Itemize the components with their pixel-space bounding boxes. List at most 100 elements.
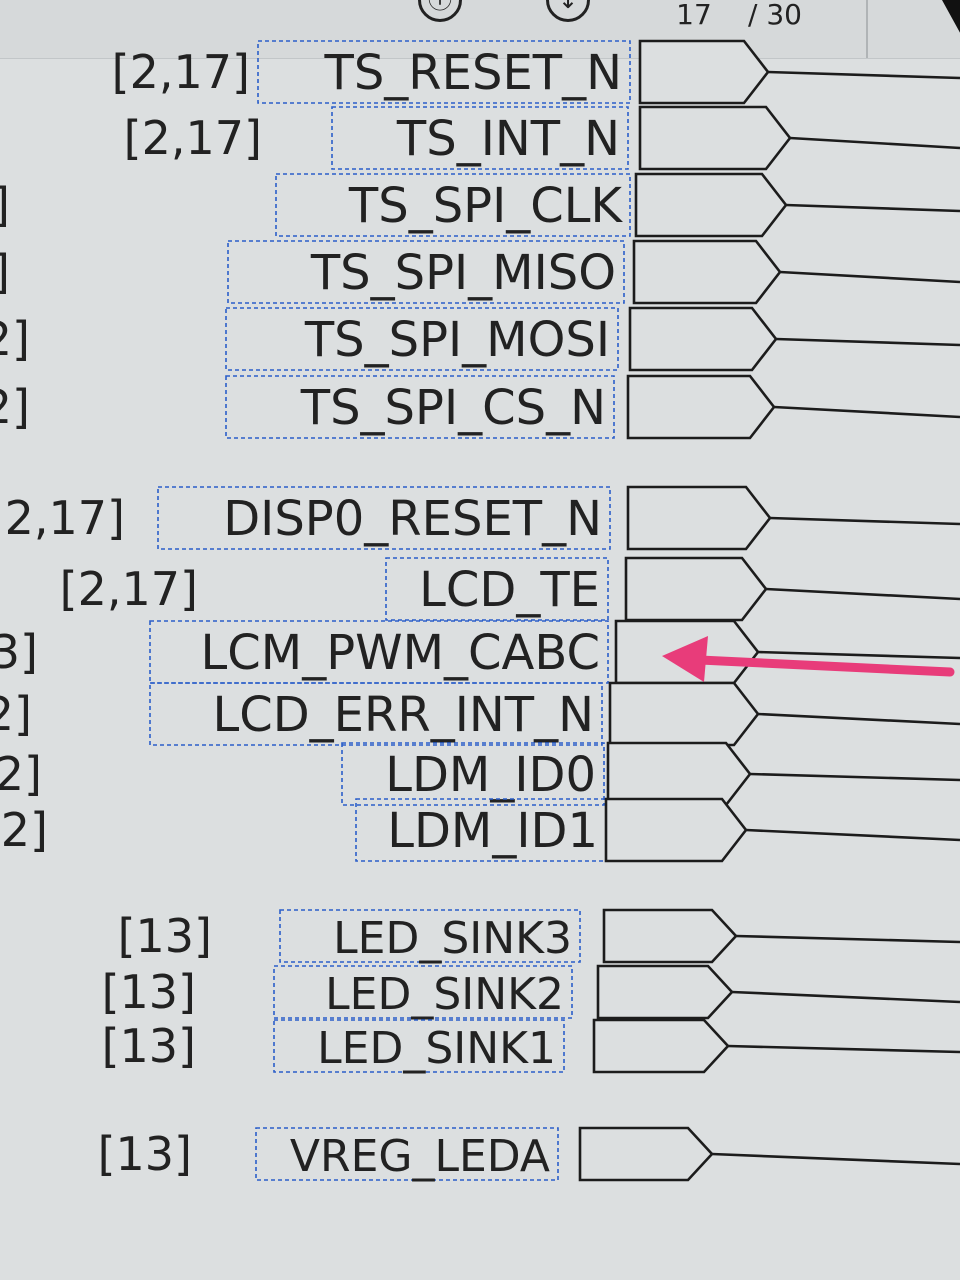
net-label: LCD_ERR_INT_N: [212, 687, 594, 743]
net-label: TS_SPI_MISO: [310, 245, 616, 301]
net-wire: [775, 337, 960, 347]
net-row: 3] LCM_PWM_CABC: [0, 619, 960, 685]
net-row: [13] LED_SINK2: [102, 964, 960, 1020]
net-label-box: [157, 486, 611, 550]
net-wire: [757, 650, 960, 660]
offpage-connector[interactable]: [638, 39, 770, 105]
net-row: 2] LDM_ID1: [1, 797, 960, 863]
net-wire: [731, 990, 960, 1004]
net-label: DISP0_RESET_N: [223, 491, 602, 547]
current-page: 17: [676, 0, 712, 31]
offpage-connector[interactable]: [626, 374, 776, 440]
net-label: LDM_ID1: [387, 803, 598, 859]
offpage-connector[interactable]: [578, 1126, 714, 1182]
offpage-connector[interactable]: [626, 485, 772, 551]
net-label-box: [225, 375, 615, 439]
net-row: [2,17] LCD_TE: [60, 556, 960, 622]
net-label: TS_SPI_CLK: [348, 178, 624, 234]
net-wire: [785, 203, 960, 213]
viewer-toolbar: ⓘ ↓ 17 / 30: [0, 0, 960, 59]
net-reference: [2,17]: [112, 45, 250, 99]
offpage-connector[interactable]: [602, 908, 738, 964]
net-wire: [745, 828, 960, 842]
net-label: TS_SPI_CS_N: [300, 380, 606, 436]
offpage-connector[interactable]: [632, 239, 782, 305]
net-label: VREG_LEDA: [290, 1131, 550, 1182]
arrow-shaft: [695, 655, 955, 677]
net-row: ] TS_SPI_CLK: [0, 172, 960, 238]
net-label-box: [257, 40, 631, 104]
net-reference: [13]: [98, 1127, 192, 1181]
net-wire: [773, 405, 960, 419]
offpage-connector[interactable]: [596, 964, 734, 1020]
net-label-box: [275, 173, 631, 237]
net-reference: 2]: [1, 803, 48, 857]
net-row: [2,17] TS_INT_N: [124, 105, 960, 171]
net-reference: [13]: [102, 965, 196, 1019]
net-label: TS_SPI_MOSI: [304, 312, 610, 368]
net-reference: 2,17]: [5, 491, 125, 545]
net-label-box: [385, 557, 609, 621]
net-label: LCM_PWM_CABC: [201, 625, 600, 681]
offpage-connector[interactable]: [634, 172, 788, 238]
net-row: [2,17] TS_RESET_N: [112, 39, 960, 105]
net-reference: 2]: [0, 312, 30, 366]
net-label: TS_RESET_N: [324, 45, 623, 101]
net-reference: 2]: [0, 380, 30, 434]
net-label-box: [331, 106, 629, 170]
arrow-head: [662, 636, 708, 682]
offpage-connector[interactable]: [608, 681, 760, 747]
toolbar-divider: [866, 0, 868, 58]
net-reference: [2,17]: [124, 111, 262, 165]
net-label-box: [227, 240, 625, 304]
net-row: [13] LED_SINK1: [102, 1018, 960, 1074]
net-wire: [757, 712, 960, 726]
highlight-arrow: [662, 636, 955, 682]
net-wire: [779, 270, 960, 284]
net-wire: [789, 136, 960, 150]
net-label-box: [149, 682, 603, 746]
net-reference: [2,17]: [60, 562, 198, 616]
net-wire: [769, 516, 960, 526]
net-wire: [767, 70, 960, 80]
net-label: LED_SINK2: [325, 969, 564, 1020]
net-label-box: [255, 1127, 559, 1181]
net-label-box: [273, 965, 573, 1019]
offpage-connector[interactable]: [592, 1018, 730, 1074]
net-wire: [735, 934, 960, 944]
net-wire: [749, 772, 960, 782]
net-label: LED_SINK1: [317, 1023, 556, 1074]
net-wire: [765, 587, 960, 601]
net-row: 2] LCD_ERR_INT_N: [0, 681, 960, 747]
net-reference: ]: [0, 178, 10, 232]
pointer-icon: [942, 0, 960, 33]
net-row: [13] LED_SINK3: [118, 908, 960, 964]
net-wire: [727, 1044, 960, 1054]
net-row: 2,17] DISP0_RESET_N: [5, 485, 960, 551]
offpage-connector[interactable]: [624, 556, 768, 622]
net-reference: 2]: [0, 747, 42, 801]
net-label-box: [149, 620, 609, 684]
offpage-connector[interactable]: [606, 741, 752, 807]
net-label: TS_INT_N: [396, 111, 620, 167]
net-reference: [13]: [102, 1019, 196, 1073]
net-reference: 2]: [0, 687, 32, 741]
net-row: 2] LDM_ID0: [0, 741, 960, 807]
net-row: ] TS_SPI_MISO: [0, 239, 960, 305]
net-label-box: [273, 1019, 565, 1073]
net-reference: [13]: [118, 909, 212, 963]
net-label-box: [341, 742, 605, 806]
net-row: 2] TS_SPI_CS_N: [0, 374, 960, 440]
net-row: [13] VREG_LEDA: [98, 1126, 960, 1182]
net-reference: ]: [0, 245, 10, 299]
net-label: LDM_ID0: [385, 747, 596, 803]
net-reference: 3]: [0, 625, 38, 679]
net-wire: [711, 1152, 960, 1166]
net-label-box: [279, 909, 581, 963]
offpage-connector[interactable]: [628, 306, 778, 372]
offpage-connector[interactable]: [604, 797, 748, 863]
net-label: LCD_TE: [419, 562, 600, 618]
net-label: LED_SINK3: [333, 913, 572, 964]
offpage-connector[interactable]: [638, 105, 792, 171]
